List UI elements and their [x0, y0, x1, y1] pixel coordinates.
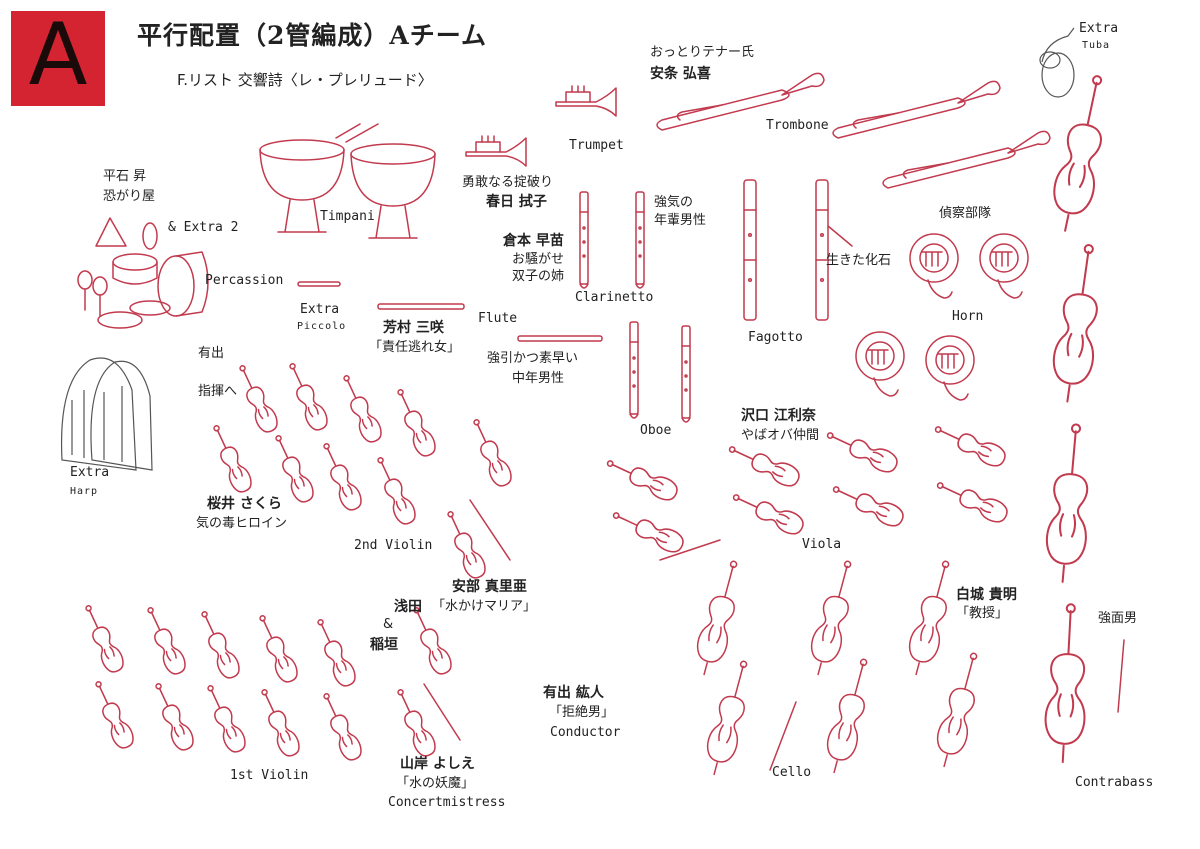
label-extra-piccolo-1: Extra — [300, 302, 340, 317]
contrabass-section-illustration — [1042, 71, 1125, 765]
person-living-fossil: 生きた化石 — [826, 253, 892, 268]
team-badge: A — [11, 5, 105, 106]
person-abe-name: 安部 真里亜 — [452, 579, 527, 595]
person-tenor-name: 安条 弘喜 — [650, 66, 711, 82]
person-strong-desc2: 年輩男性 — [654, 213, 707, 228]
person-arida-name: 有出 紘人 — [543, 685, 604, 701]
person-strong-desc1: 強気の — [654, 195, 694, 210]
viola-section-illustration — [602, 418, 1012, 561]
label-oboe: Oboe — [640, 423, 672, 438]
flute-illustration — [377, 303, 603, 342]
fagotto-illustration — [743, 179, 853, 321]
label-extra-tuba-1: Extra — [1079, 21, 1119, 36]
person-kuramoto-name: 倉本 早苗 — [503, 233, 564, 249]
person-kasuga-name: 春日 拭子 — [486, 194, 547, 210]
label-timpani: Timpani — [320, 209, 375, 224]
person-yamagishi-desc: 「水の妖魔」 — [396, 776, 475, 791]
person-hiraishi-name: 平石 昇 — [103, 169, 147, 184]
person-forceful-desc2: 中年男性 — [512, 371, 565, 386]
ampersand: & — [383, 617, 394, 632]
person-yamagishi-name: 山岸 よしえ — [400, 756, 475, 772]
person-sawaguchi-desc: やばオバ仲間 — [741, 428, 820, 443]
note-arida-1: 有出 — [198, 346, 225, 361]
label-contrabass: Contrabass — [1075, 775, 1154, 790]
label-extra-tuba-2: Tuba — [1082, 40, 1111, 51]
person-inagaki: 稲垣 — [370, 637, 398, 653]
label-trombone: Trombone — [766, 118, 829, 133]
label-extra-2: & Extra 2 — [168, 220, 239, 235]
person-forceful-desc1: 強引かつ素早い — [487, 351, 579, 366]
label-extra-harp-1: Extra — [70, 465, 110, 480]
person-shiroki-name: 白城 貴明 — [956, 587, 1017, 603]
person-arida-desc: 「拒絶男」 — [549, 705, 615, 720]
label-first-violin: 1st Violin — [230, 768, 309, 783]
person-kowamote: 強面男 — [1098, 611, 1138, 626]
harp-illustration — [60, 357, 153, 471]
label-trumpet: Trumpet — [569, 138, 624, 153]
label-clarinet: Clarinetto — [575, 290, 654, 305]
second-violin-section-illustration — [205, 359, 516, 582]
person-kuramoto-desc2: 双子の姉 — [512, 269, 565, 284]
clarinet-illustration — [579, 191, 645, 289]
label-viola: Viola — [802, 537, 842, 552]
label-horn: Horn — [952, 309, 984, 324]
label-cello: Cello — [772, 765, 812, 780]
label-percussion: Percassion — [205, 273, 284, 288]
label-extra-harp-2: Harp — [70, 486, 99, 497]
label-fagotto: Fagotto — [748, 330, 803, 345]
label-extra-piccolo-2: Piccolo — [297, 321, 347, 332]
person-sakurai-name: 桜井 さくら — [207, 496, 282, 512]
person-sawaguchi-name: 沢口 江利奈 — [741, 408, 816, 424]
person-sakurai-desc: 気の毒ヒロイン — [196, 516, 288, 531]
person-hiraishi-desc: 恐がり屋 — [103, 189, 156, 204]
note-arida-2: 指揮へ — [198, 384, 238, 399]
timpani-illustration — [259, 123, 436, 239]
team-badge-letter: A — [28, 5, 88, 105]
page-title: 平行配置（2管編成）Aチーム — [137, 21, 488, 50]
person-asada: 浅田 — [394, 599, 422, 615]
label-flute: Flute — [478, 311, 518, 326]
person-shiroki-desc: 「教授」 — [956, 606, 1009, 621]
person-tenor-desc: おっとりテナー氏 — [650, 45, 755, 60]
label-conductor: Conductor — [550, 725, 621, 740]
piccolo-illustration — [297, 281, 341, 287]
cello-section-illustration — [689, 556, 990, 779]
person-abe-desc: 「水かけマリア」 — [432, 599, 537, 614]
page-subtitle: F.リスト 交響詩〈レ・プレリュード〉 — [177, 71, 433, 89]
person-yoshimura-desc: 「責任逃れ女」 — [369, 340, 461, 355]
tuba-illustration — [1039, 27, 1075, 98]
person-scout: 偵察部隊 — [939, 206, 992, 221]
person-kuramoto-desc1: お騒がせ — [512, 252, 565, 267]
label-concertmistress: Concertmistress — [388, 795, 506, 810]
person-kasuga-desc: 勇敢なる掟破り — [462, 175, 554, 190]
trumpet-illustration — [465, 85, 617, 167]
first-violin-section-illustration — [77, 601, 461, 764]
label-second-violin: 2nd Violin — [354, 538, 433, 553]
person-yoshimura-name: 芳村 三咲 — [383, 320, 444, 336]
percussion-illustration — [77, 217, 209, 329]
oboe-illustration — [629, 321, 691, 423]
trombone-illustration — [656, 72, 1051, 189]
